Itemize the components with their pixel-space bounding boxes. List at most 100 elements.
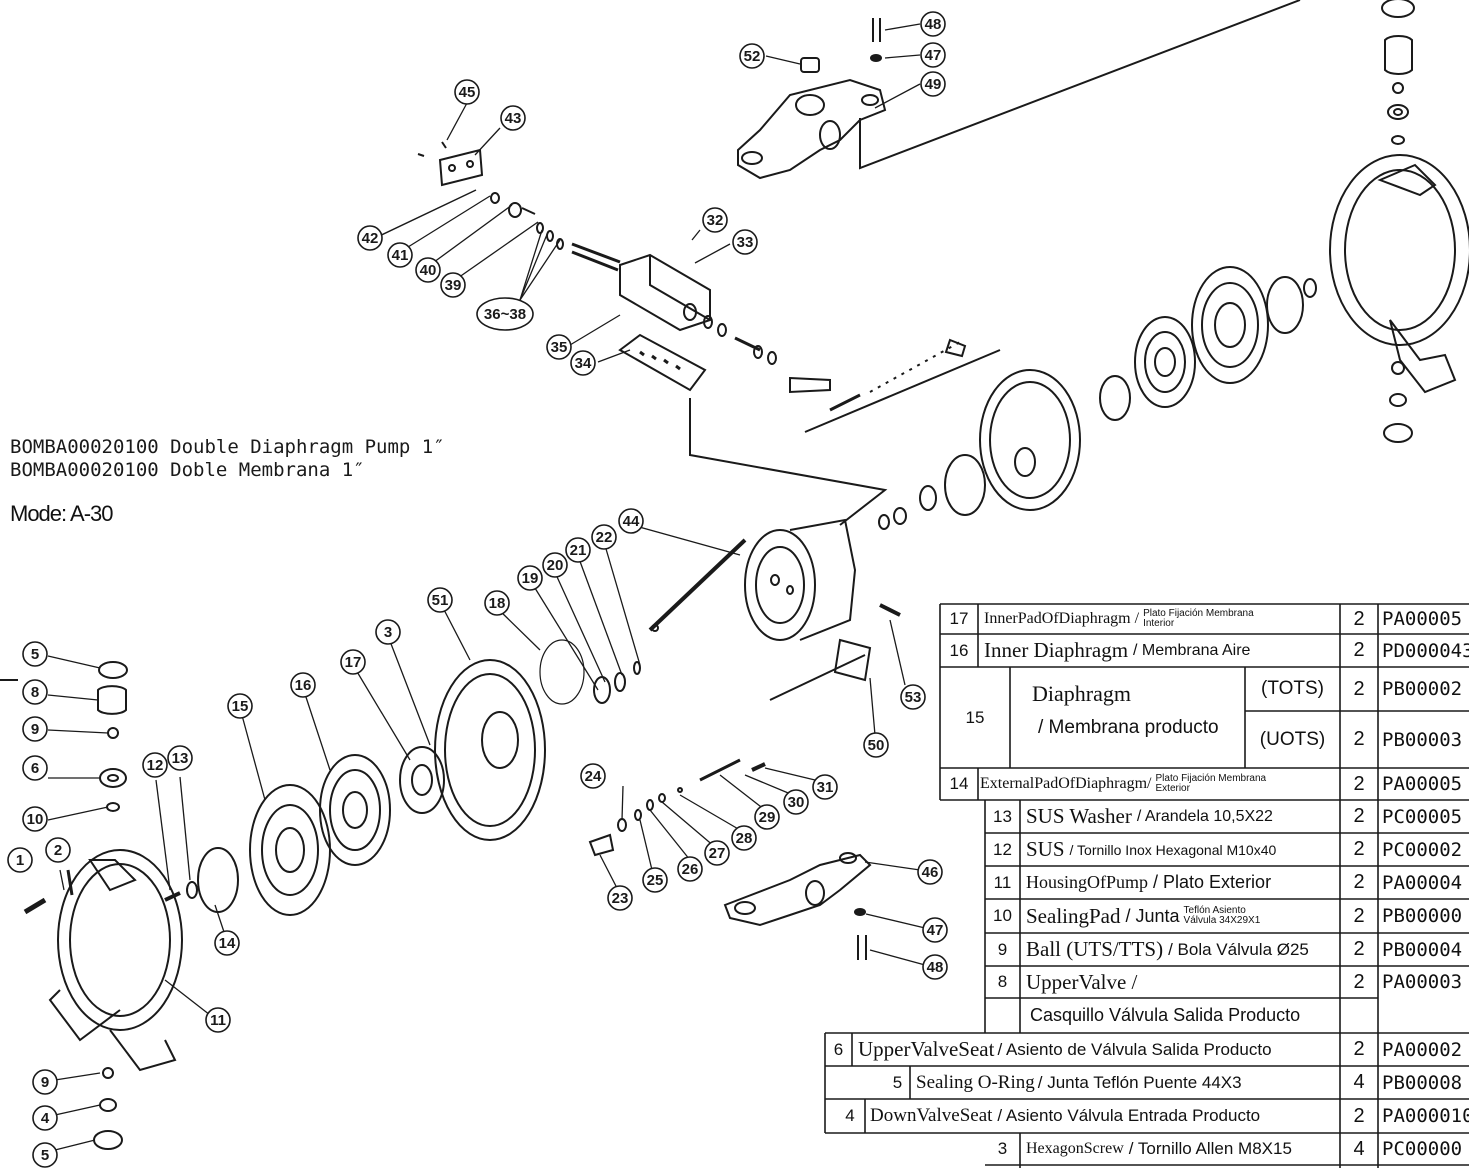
callout-circle: [607, 885, 633, 911]
callout-circle: [22, 679, 48, 705]
callout-label: 16: [295, 677, 312, 694]
callout-c18: 18: [484, 590, 510, 616]
callout-circle: [922, 954, 948, 980]
callout-circle: [22, 641, 48, 667]
title-english: BOMBA00020100 Double Diaphragm Pump 1″: [10, 436, 445, 458]
valve-body-35: [619, 253, 711, 332]
callout-circle: [920, 71, 946, 97]
callout-label: 27: [709, 845, 726, 862]
callout-circle: [290, 672, 316, 698]
callout-label: 51: [432, 592, 449, 609]
callout-circle: [618, 508, 644, 534]
callout-label: 30: [788, 794, 805, 811]
callout-circle: [167, 745, 193, 771]
callout-layer: 4847495245434241403936~38323335344422212…: [7, 11, 948, 1168]
callout-circle: [542, 552, 568, 578]
callout-label: 19: [522, 570, 539, 587]
callout-c51: 51: [427, 587, 453, 613]
callout-circle: [415, 257, 441, 283]
callout-circle: [642, 867, 668, 893]
callout-label: 53: [905, 689, 922, 706]
cap-nut-52: [800, 57, 820, 73]
callout-c2: 2: [45, 837, 71, 863]
callout-label: 29: [759, 809, 776, 826]
callout-label: 26: [682, 861, 699, 878]
callout-c5a: 5: [22, 641, 48, 667]
callout-c34: 34: [570, 350, 596, 376]
callout-c11: 11: [205, 1007, 231, 1033]
callout-label: 48: [925, 16, 942, 33]
callout-circle: [677, 856, 703, 882]
callout-label: 1: [16, 852, 24, 869]
callout-c50: 50: [863, 732, 889, 758]
callout-c21: 21: [565, 537, 591, 563]
callout-circle: [375, 619, 401, 645]
callout-label: 32: [707, 212, 724, 229]
callout-label: 24: [585, 768, 602, 785]
callout-c35: 35: [546, 334, 572, 360]
left-pump-housing: [48, 849, 183, 1072]
callout-c16: 16: [290, 672, 316, 698]
callout-label: 20: [547, 557, 564, 574]
callout-circle: [22, 755, 48, 781]
callout-c15: 15: [227, 693, 253, 719]
lower-manifold: [723, 852, 872, 927]
callout-label: 44: [623, 513, 640, 530]
callout-label: 33: [737, 234, 754, 251]
callout-circle: [920, 42, 946, 68]
callout-c33: 33: [732, 229, 758, 255]
title-block: BOMBA00020100 Double Diaphragm Pump 1″ B…: [10, 436, 445, 482]
callout-c1: 1: [7, 847, 33, 873]
callout-circle: [214, 930, 240, 956]
callout-c23: 23: [607, 885, 633, 911]
callout-circle: [565, 537, 591, 563]
end-cap-plate: [789, 376, 831, 394]
callout-label: 31: [817, 779, 834, 796]
callout-circle: [920, 11, 946, 37]
callout-label: 52: [744, 48, 761, 65]
air-valve-plate: [438, 148, 484, 187]
callout-c48a: 48: [920, 11, 946, 37]
callout-label: 35: [551, 339, 568, 356]
callout-label: 48: [927, 959, 944, 976]
callout-circle: [917, 859, 943, 885]
callout-c10: 10: [22, 806, 48, 832]
callout-label: 15: [232, 698, 249, 715]
callout-c19: 19: [517, 565, 543, 591]
callout-label: 36~38: [484, 306, 526, 323]
callout-circle: [22, 806, 48, 832]
callout-label: 28: [736, 830, 753, 847]
callout-circle: [476, 297, 534, 331]
center-housing-44: [744, 518, 857, 641]
callout-label: 14: [219, 935, 236, 952]
callout-label: 13: [172, 750, 189, 767]
callout-circle: [500, 105, 526, 131]
callout-circle: [387, 242, 413, 268]
callout-circle: [427, 587, 453, 613]
callout-label: 8: [31, 684, 39, 701]
callout-label: 22: [596, 529, 613, 546]
callout-c31: 31: [812, 774, 838, 800]
callout-c24: 24: [580, 763, 606, 789]
right-flange: [979, 369, 1081, 511]
callout-label: 25: [647, 872, 664, 889]
callout-c41: 41: [387, 242, 413, 268]
callout-circle: [340, 649, 366, 675]
callout-c28: 28: [731, 825, 757, 851]
callout-c3638: 36~38: [476, 297, 534, 331]
callout-circle: [32, 1105, 58, 1131]
callout-circle: [517, 565, 543, 591]
callout-circle: [440, 272, 466, 298]
callout-c48b: 48: [922, 954, 948, 980]
callout-label: 47: [927, 922, 944, 939]
callout-c47b: 47: [922, 917, 948, 943]
callout-circle: [32, 1069, 58, 1095]
callout-label: 23: [612, 890, 629, 907]
gasket-34: [618, 333, 707, 392]
callout-c3: 3: [375, 619, 401, 645]
callout-c43: 43: [500, 105, 526, 131]
callout-c52: 52: [739, 43, 765, 69]
leader-line-mid: [804, 349, 1001, 433]
callout-circle: [32, 1142, 58, 1168]
callout-circle: [227, 693, 253, 719]
